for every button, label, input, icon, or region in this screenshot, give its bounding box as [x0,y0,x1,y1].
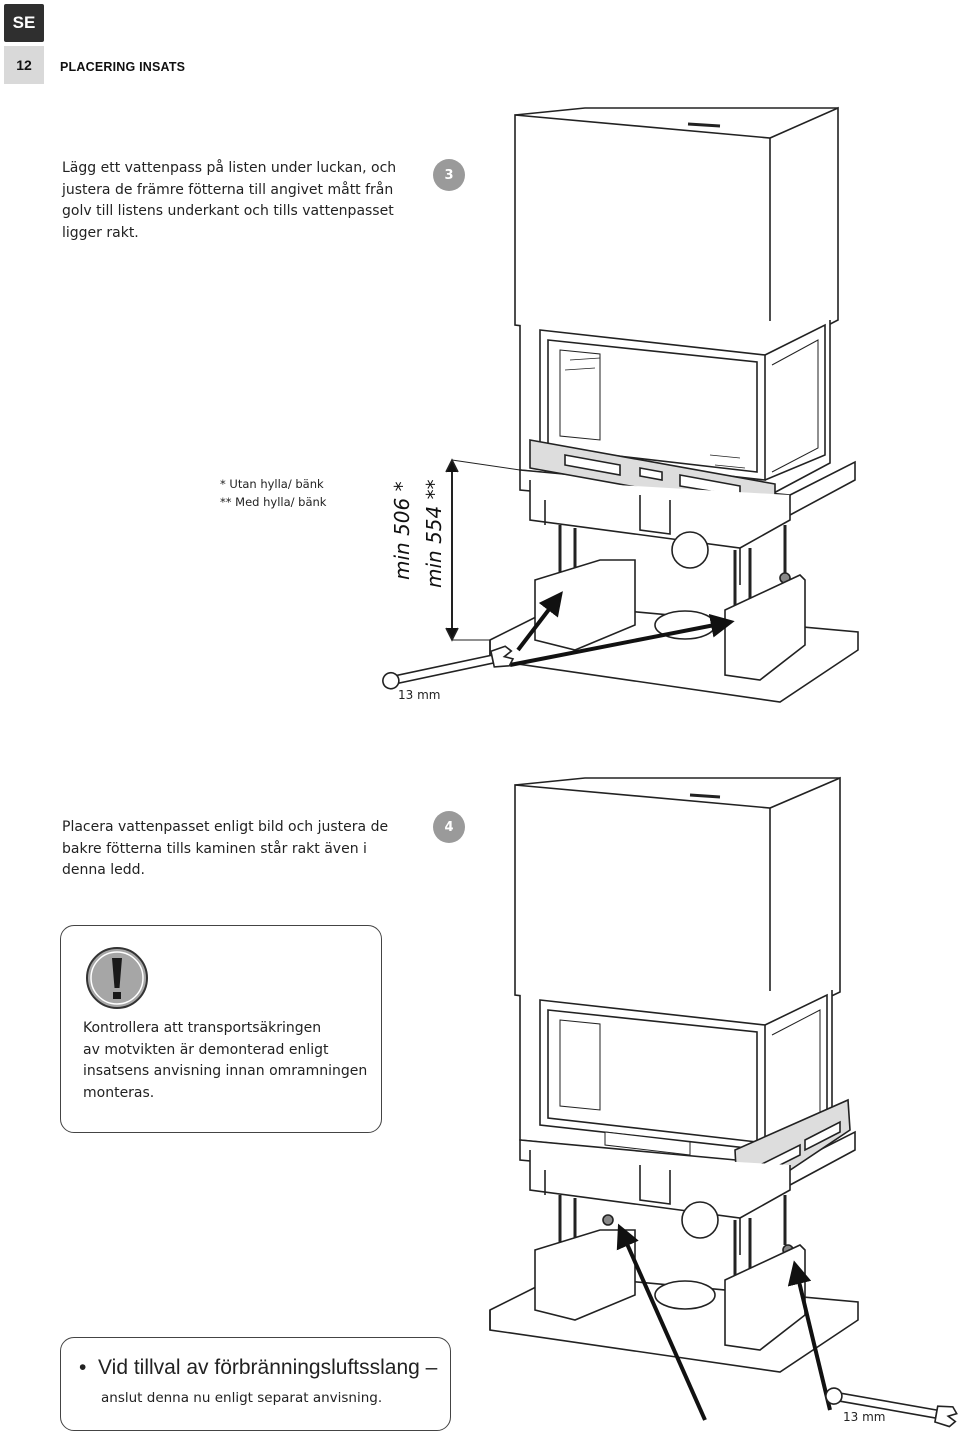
warning-box: Kontrollera att transportsäkringen av mo… [60,925,382,1133]
step-3-line: Lägg ett vattenpass på listen under luck… [62,160,397,176]
step-3-line: golv till listens underkant och tills va… [62,203,394,219]
warning-line: monteras. [83,1084,155,1101]
wrench-size-label: 13 mm [398,688,441,702]
wrench-size-label-bottom: 13 mm [843,1410,886,1424]
combustion-air-note-sub: anslut denna nu enligt separat anvisning… [101,1390,383,1406]
step-3-badge: 3 [433,159,465,191]
warning-line: insatsens anvisning innan omramningen [83,1063,368,1079]
language-tab: SE [4,4,44,42]
shelf-note: * Utan hylla/ bänk ** Med hylla/ bänk [220,475,326,511]
dimension-min-506: min 506 * [390,481,414,580]
step-4-badge: 4 [433,811,465,843]
page-number: 12 [4,46,44,84]
step-4-line: Placera vattenpasset enligt bild och jus… [62,819,389,835]
fireplace-illustration-bottom [489,776,958,1428]
warning-line: av motvikten är demonterad enligt [83,1041,329,1058]
step-4-line: denna ledd. [62,862,146,878]
shelf-note-line: * Utan hylla/ bänk [220,477,324,491]
combustion-air-note-main: Vid tillval av förbränningsluftsslang – [98,1356,438,1379]
exclamation-icon [86,947,148,1009]
bullet-icon: • [79,1356,99,1379]
warning-line: Kontrollera att transportsäkringen [83,1020,322,1036]
step-3-line: ligger rakt. [62,224,139,241]
step-4-instructions: Placera vattenpasset enligt bild och jus… [62,817,388,882]
warning-text: Kontrollera att transportsäkringen av mo… [83,1018,373,1104]
step-4-line: bakre fötterna tills kaminen står rakt ä… [62,840,367,857]
dimension-min-554: min 554 ** [422,479,446,588]
combustion-air-note-title: • Vid tillval av förbränningsluftsslang … [79,1356,437,1380]
fireplace-illustration-top [382,106,859,703]
combustion-air-note: • Vid tillval av förbränningsluftsslang … [60,1337,451,1431]
step-3-line: justera de främre fötterna till angivet … [62,181,394,198]
step-3-instructions: Lägg ett vattenpass på listen under luck… [62,158,396,244]
shelf-note-line: ** Med hylla/ bänk [220,495,327,509]
section-title: PLACERING INSATS [60,60,186,74]
